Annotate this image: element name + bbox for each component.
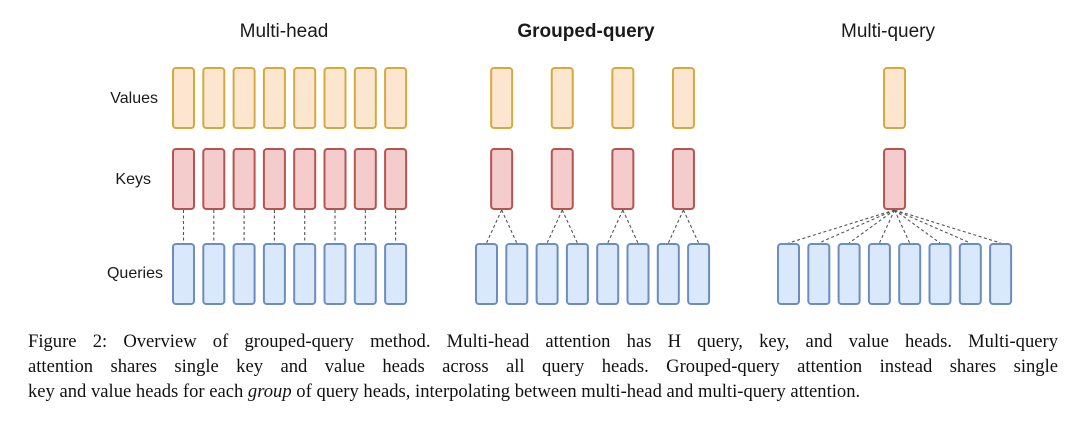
value-head-box [262, 67, 286, 129]
query-head-box [505, 243, 529, 305]
caption-line-1: Figure 2: Overview of grouped-query meth… [28, 331, 1058, 352]
caption-line-2: attention shares single key and value he… [28, 356, 1058, 377]
key-head-box [490, 148, 514, 210]
query-head-box [596, 243, 620, 305]
figure-caption: Figure 2: Overview of grouped-query meth… [28, 329, 1058, 404]
query-head-box [262, 243, 286, 305]
value-head-box [671, 67, 695, 129]
key-head-box [671, 148, 695, 210]
query-head-box [232, 243, 256, 305]
row-label-keys: Keys [115, 171, 151, 188]
query-head-box [475, 243, 498, 305]
row-label-queries: Queries [107, 265, 163, 282]
connector-line [682, 209, 700, 244]
value-head-box [490, 67, 514, 129]
query-head-box [626, 243, 650, 305]
connector-line [788, 209, 895, 244]
key-head-box [550, 148, 574, 210]
key-head-box [384, 148, 408, 210]
query-head-box [867, 243, 891, 305]
key-head-box [323, 148, 347, 210]
query-head-box [928, 243, 952, 305]
connector-line [667, 209, 684, 244]
query-head-box [958, 243, 982, 305]
gqa-figure: Multi-head Grouped-query Multi-query Val… [107, 21, 1013, 305]
query-head-box [989, 243, 1013, 305]
query-head-box [384, 243, 408, 305]
head-boxes [172, 67, 1013, 305]
connector-line [878, 209, 896, 244]
query-head-box [565, 243, 589, 305]
key-head-box [883, 148, 907, 210]
caption-emphasis-group: group [247, 381, 292, 402]
key-head-box [232, 148, 256, 210]
caption-line-3-start: key and value heads for each [28, 381, 248, 402]
query-head-box [777, 243, 800, 305]
caption-line-3: key and value heads for each group of qu… [28, 379, 1058, 404]
row-label-values: Values [110, 90, 158, 107]
connector-line [546, 209, 563, 244]
caption-line-3-end: of query heads, interpolating between mu… [291, 381, 861, 402]
connector-line [486, 209, 503, 244]
query-head-box [353, 243, 377, 305]
value-head-box [232, 67, 256, 129]
connector-line [561, 209, 578, 244]
connector-line [848, 209, 895, 244]
connector-line [894, 209, 941, 244]
value-head-box [550, 67, 574, 129]
query-head-box [535, 243, 559, 305]
connector-lines [182, 209, 1001, 244]
connector-line [622, 209, 639, 244]
connector-line [894, 209, 1001, 244]
value-head-box [883, 67, 907, 129]
connector-line [501, 209, 518, 244]
key-head-box [202, 148, 226, 210]
connector-line [607, 209, 624, 244]
connector-line [818, 209, 895, 244]
key-head-box [262, 148, 286, 210]
key-head-box [353, 148, 377, 210]
query-head-box [323, 243, 347, 305]
query-head-box [656, 243, 680, 305]
value-head-box [293, 67, 317, 129]
query-head-box [687, 243, 711, 305]
query-head-box [172, 243, 195, 305]
query-head-box [837, 243, 861, 305]
key-head-box [172, 148, 195, 210]
value-head-box [202, 67, 226, 129]
value-head-box [384, 67, 408, 129]
value-head-box [172, 67, 195, 129]
value-head-box [323, 67, 347, 129]
key-head-box [293, 148, 317, 210]
value-head-box [611, 67, 635, 129]
query-head-box [202, 243, 226, 305]
query-head-box [293, 243, 317, 305]
panel-title-grouped-query: Grouped-query [517, 21, 655, 42]
value-head-box [353, 67, 377, 129]
query-head-box [898, 243, 922, 305]
connector-line [894, 209, 971, 244]
connector-line [894, 209, 911, 244]
key-head-box [611, 148, 635, 210]
panel-title-multi-query: Multi-query [841, 21, 935, 42]
query-head-box [807, 243, 831, 305]
panel-title-multi-head: Multi-head [240, 21, 329, 42]
